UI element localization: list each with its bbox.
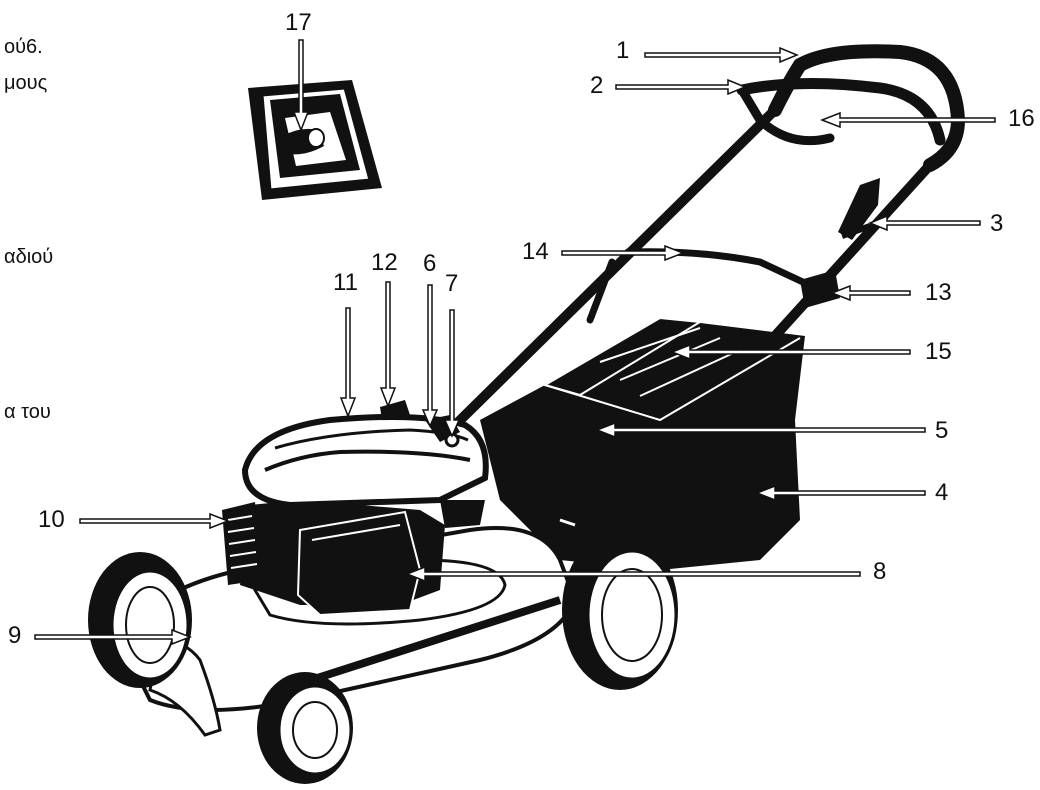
grass-catcher-illustration bbox=[480, 316, 805, 570]
callout-label-9: 9 bbox=[8, 622, 21, 649]
callout-4: 4 bbox=[754, 479, 948, 506]
callout-label-3: 3 bbox=[990, 210, 1003, 237]
callout-label-10: 10 bbox=[38, 506, 65, 533]
callout-label-11: 11 bbox=[333, 269, 358, 296]
callout-label-1: 1 bbox=[616, 37, 629, 64]
callout-label-4: 4 bbox=[935, 479, 948, 506]
callout-15: 15 bbox=[669, 338, 952, 365]
callout-1: 1 bbox=[616, 37, 799, 64]
text-fragment-3: αδιού bbox=[4, 246, 54, 268]
text-fragment-2: μους bbox=[4, 72, 48, 94]
callout-10: 10 bbox=[38, 506, 231, 533]
callout-label-13: 13 bbox=[925, 279, 952, 306]
callout-label-12: 12 bbox=[371, 249, 398, 276]
callout-label-15: 15 bbox=[925, 338, 952, 365]
callout-6: 6 bbox=[421, 250, 439, 428]
callout-3: 3 bbox=[868, 210, 1003, 237]
callout-16: 16 bbox=[819, 105, 1035, 132]
callout-label-7: 7 bbox=[445, 270, 458, 297]
callout-label-17: 17 bbox=[285, 9, 312, 36]
callout-label-2: 2 bbox=[590, 72, 603, 99]
callout-13: 13 bbox=[829, 279, 952, 306]
wheel-front-left bbox=[88, 552, 192, 688]
callout-5: 5 bbox=[594, 417, 948, 444]
callout-17: 17 bbox=[285, 9, 312, 133]
callout-12: 12 bbox=[371, 249, 398, 409]
callout-9: 9 bbox=[8, 622, 193, 649]
callout-label-6: 6 bbox=[423, 250, 436, 277]
callout-14: 14 bbox=[522, 238, 686, 265]
callout-8: 8 bbox=[404, 558, 886, 585]
callout-label-5: 5 bbox=[935, 417, 948, 444]
callout-label-16: 16 bbox=[1008, 105, 1035, 132]
engine-illustration bbox=[222, 400, 489, 617]
callout-7: 7 bbox=[443, 270, 461, 438]
text-fragment-1: ού6. bbox=[4, 36, 43, 58]
accessory-box-illustration bbox=[248, 80, 382, 200]
callout-label-8: 8 bbox=[873, 558, 886, 585]
callout-11: 11 bbox=[333, 269, 358, 419]
wheel-rear-right bbox=[562, 530, 678, 690]
text-fragment-4: α του bbox=[4, 401, 51, 423]
callouts: 1 2 16 3 14 bbox=[8, 9, 1035, 649]
callout-2: 2 bbox=[590, 72, 747, 99]
wheel-front-right bbox=[257, 672, 353, 784]
control-lever-illustration bbox=[800, 178, 880, 308]
callout-label-14: 14 bbox=[522, 238, 549, 265]
